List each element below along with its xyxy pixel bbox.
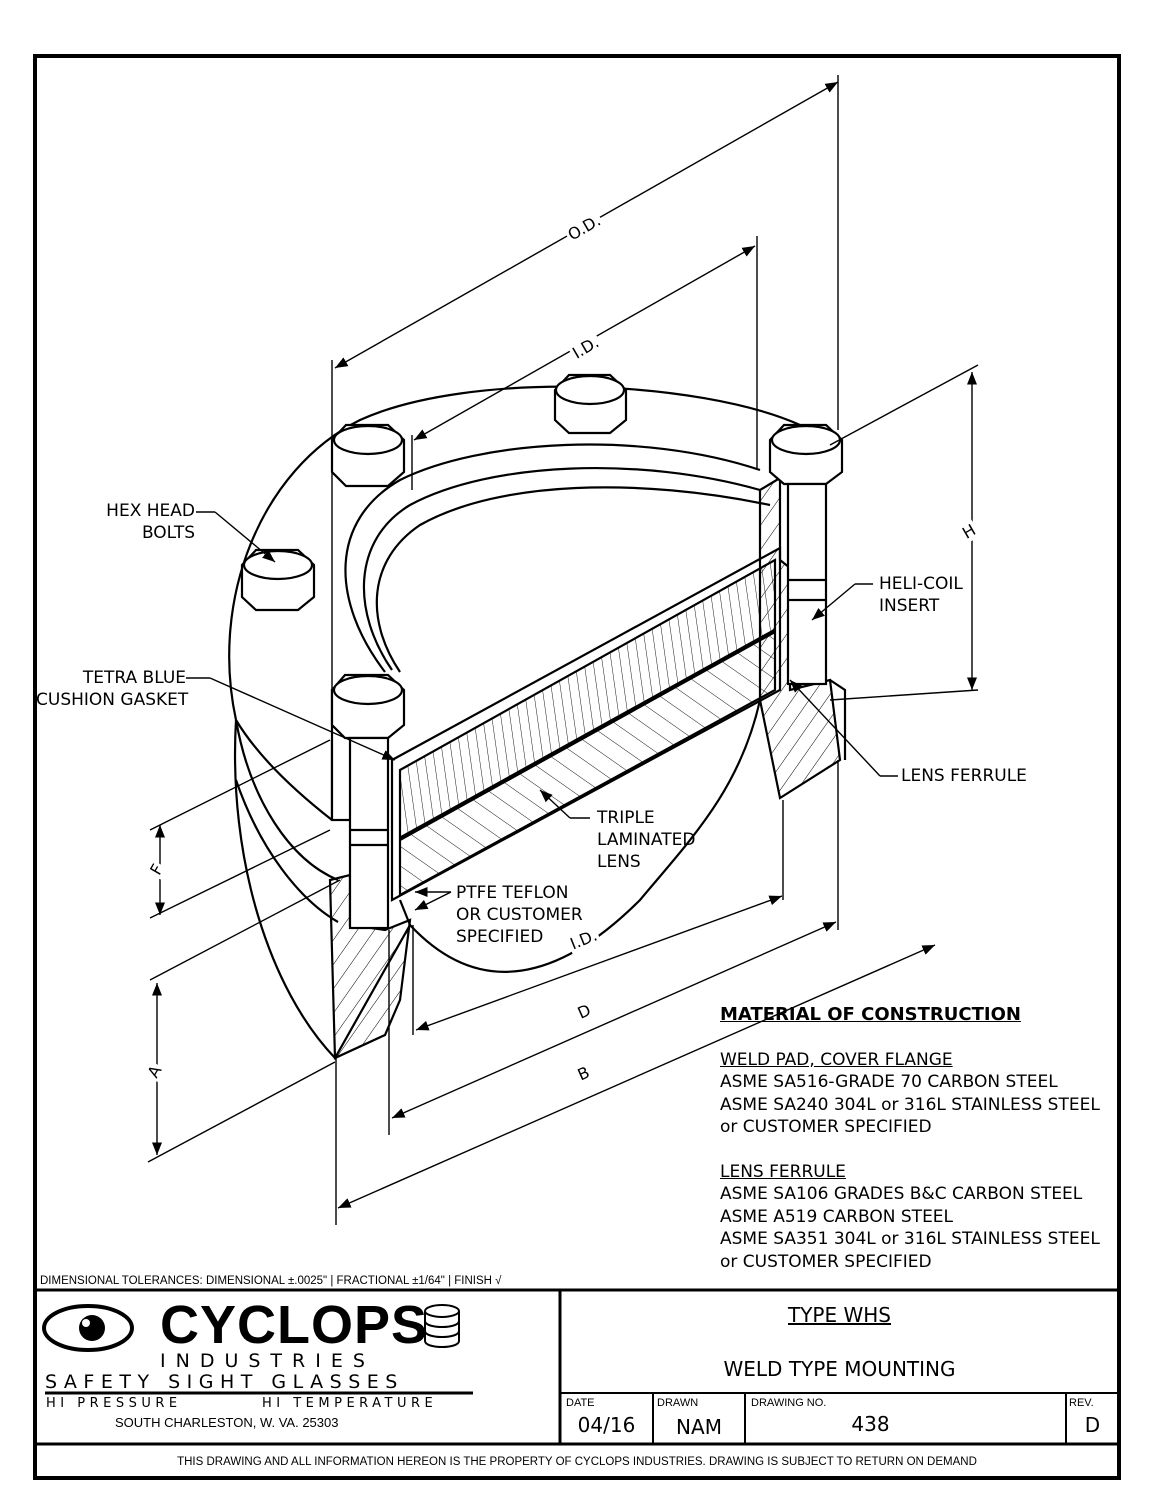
- lens-ferrule-section: LENS FERRULE ASME SA106 GRADES B&C CARBO…: [720, 1161, 1100, 1272]
- drawing-no-value: 438: [851, 1412, 890, 1436]
- drawn-label: DRAWN: [657, 1397, 699, 1409]
- lens-ferrule-label: LENS FERRULE: [901, 766, 1027, 786]
- material-of-construction: MATERIAL OF CONSTRUCTION WELD PAD, COVER…: [720, 1004, 1100, 1295]
- company-subname: INDUSTRIES: [160, 1350, 375, 1372]
- dimension-lines: [147, 75, 979, 1225]
- company-tagline: SAFETY SIGHT GLASSES: [45, 1371, 404, 1393]
- bolt-left-side: [240, 548, 316, 612]
- sight-glass-assembly: [228, 373, 847, 1060]
- drawing-description: WELD TYPE MOUNTING: [723, 1357, 956, 1381]
- lens-bottom-layer: [398, 630, 777, 897]
- lens-ferrule-section: [390, 546, 782, 902]
- sight-glass-stack-icon: [424, 1304, 460, 1348]
- rev-value: D: [1084, 1413, 1101, 1437]
- eye-logo-icon: [42, 1304, 134, 1352]
- bolt-left-rear: [330, 423, 406, 488]
- leader-lines: [186, 511, 898, 911]
- date-value: 04/16: [577, 1413, 636, 1437]
- company-address: SOUTH CHARLESTON, W. VA. 25303: [115, 1415, 339, 1430]
- company-name: CYCLOPS: [160, 1295, 429, 1355]
- rev-label: REV.: [1069, 1397, 1094, 1409]
- date-label: DATE: [566, 1397, 595, 1409]
- hi-pressure: HI PRESSURE: [46, 1396, 182, 1411]
- sheet-border: [33, 54, 1121, 1480]
- property-notice: THIS DRAWING AND ALL INFORMATION HEREON …: [177, 1456, 977, 1468]
- bolt-rear-center: [553, 373, 628, 435]
- drawing-no-label: DRAWING NO.: [751, 1397, 827, 1409]
- drawn-value: NAM: [676, 1415, 722, 1439]
- bolt-left-front: [330, 673, 406, 930]
- tolerances-note: DIMENSIONAL TOLERANCES: DIMENSIONAL ±.00…: [40, 1275, 502, 1287]
- bolt-right: [768, 423, 844, 686]
- weld-pad-section: WELD PAD, COVER FLANGE ASME SA516-GRADE …: [720, 1049, 1100, 1138]
- material-heading: MATERIAL OF CONSTRUCTION: [720, 1004, 1021, 1025]
- drawing-type: TYPE WHS: [788, 1303, 891, 1327]
- hi-temperature: HI TEMPERATURE: [262, 1396, 438, 1411]
- cyclops-logo: [42, 1304, 473, 1395]
